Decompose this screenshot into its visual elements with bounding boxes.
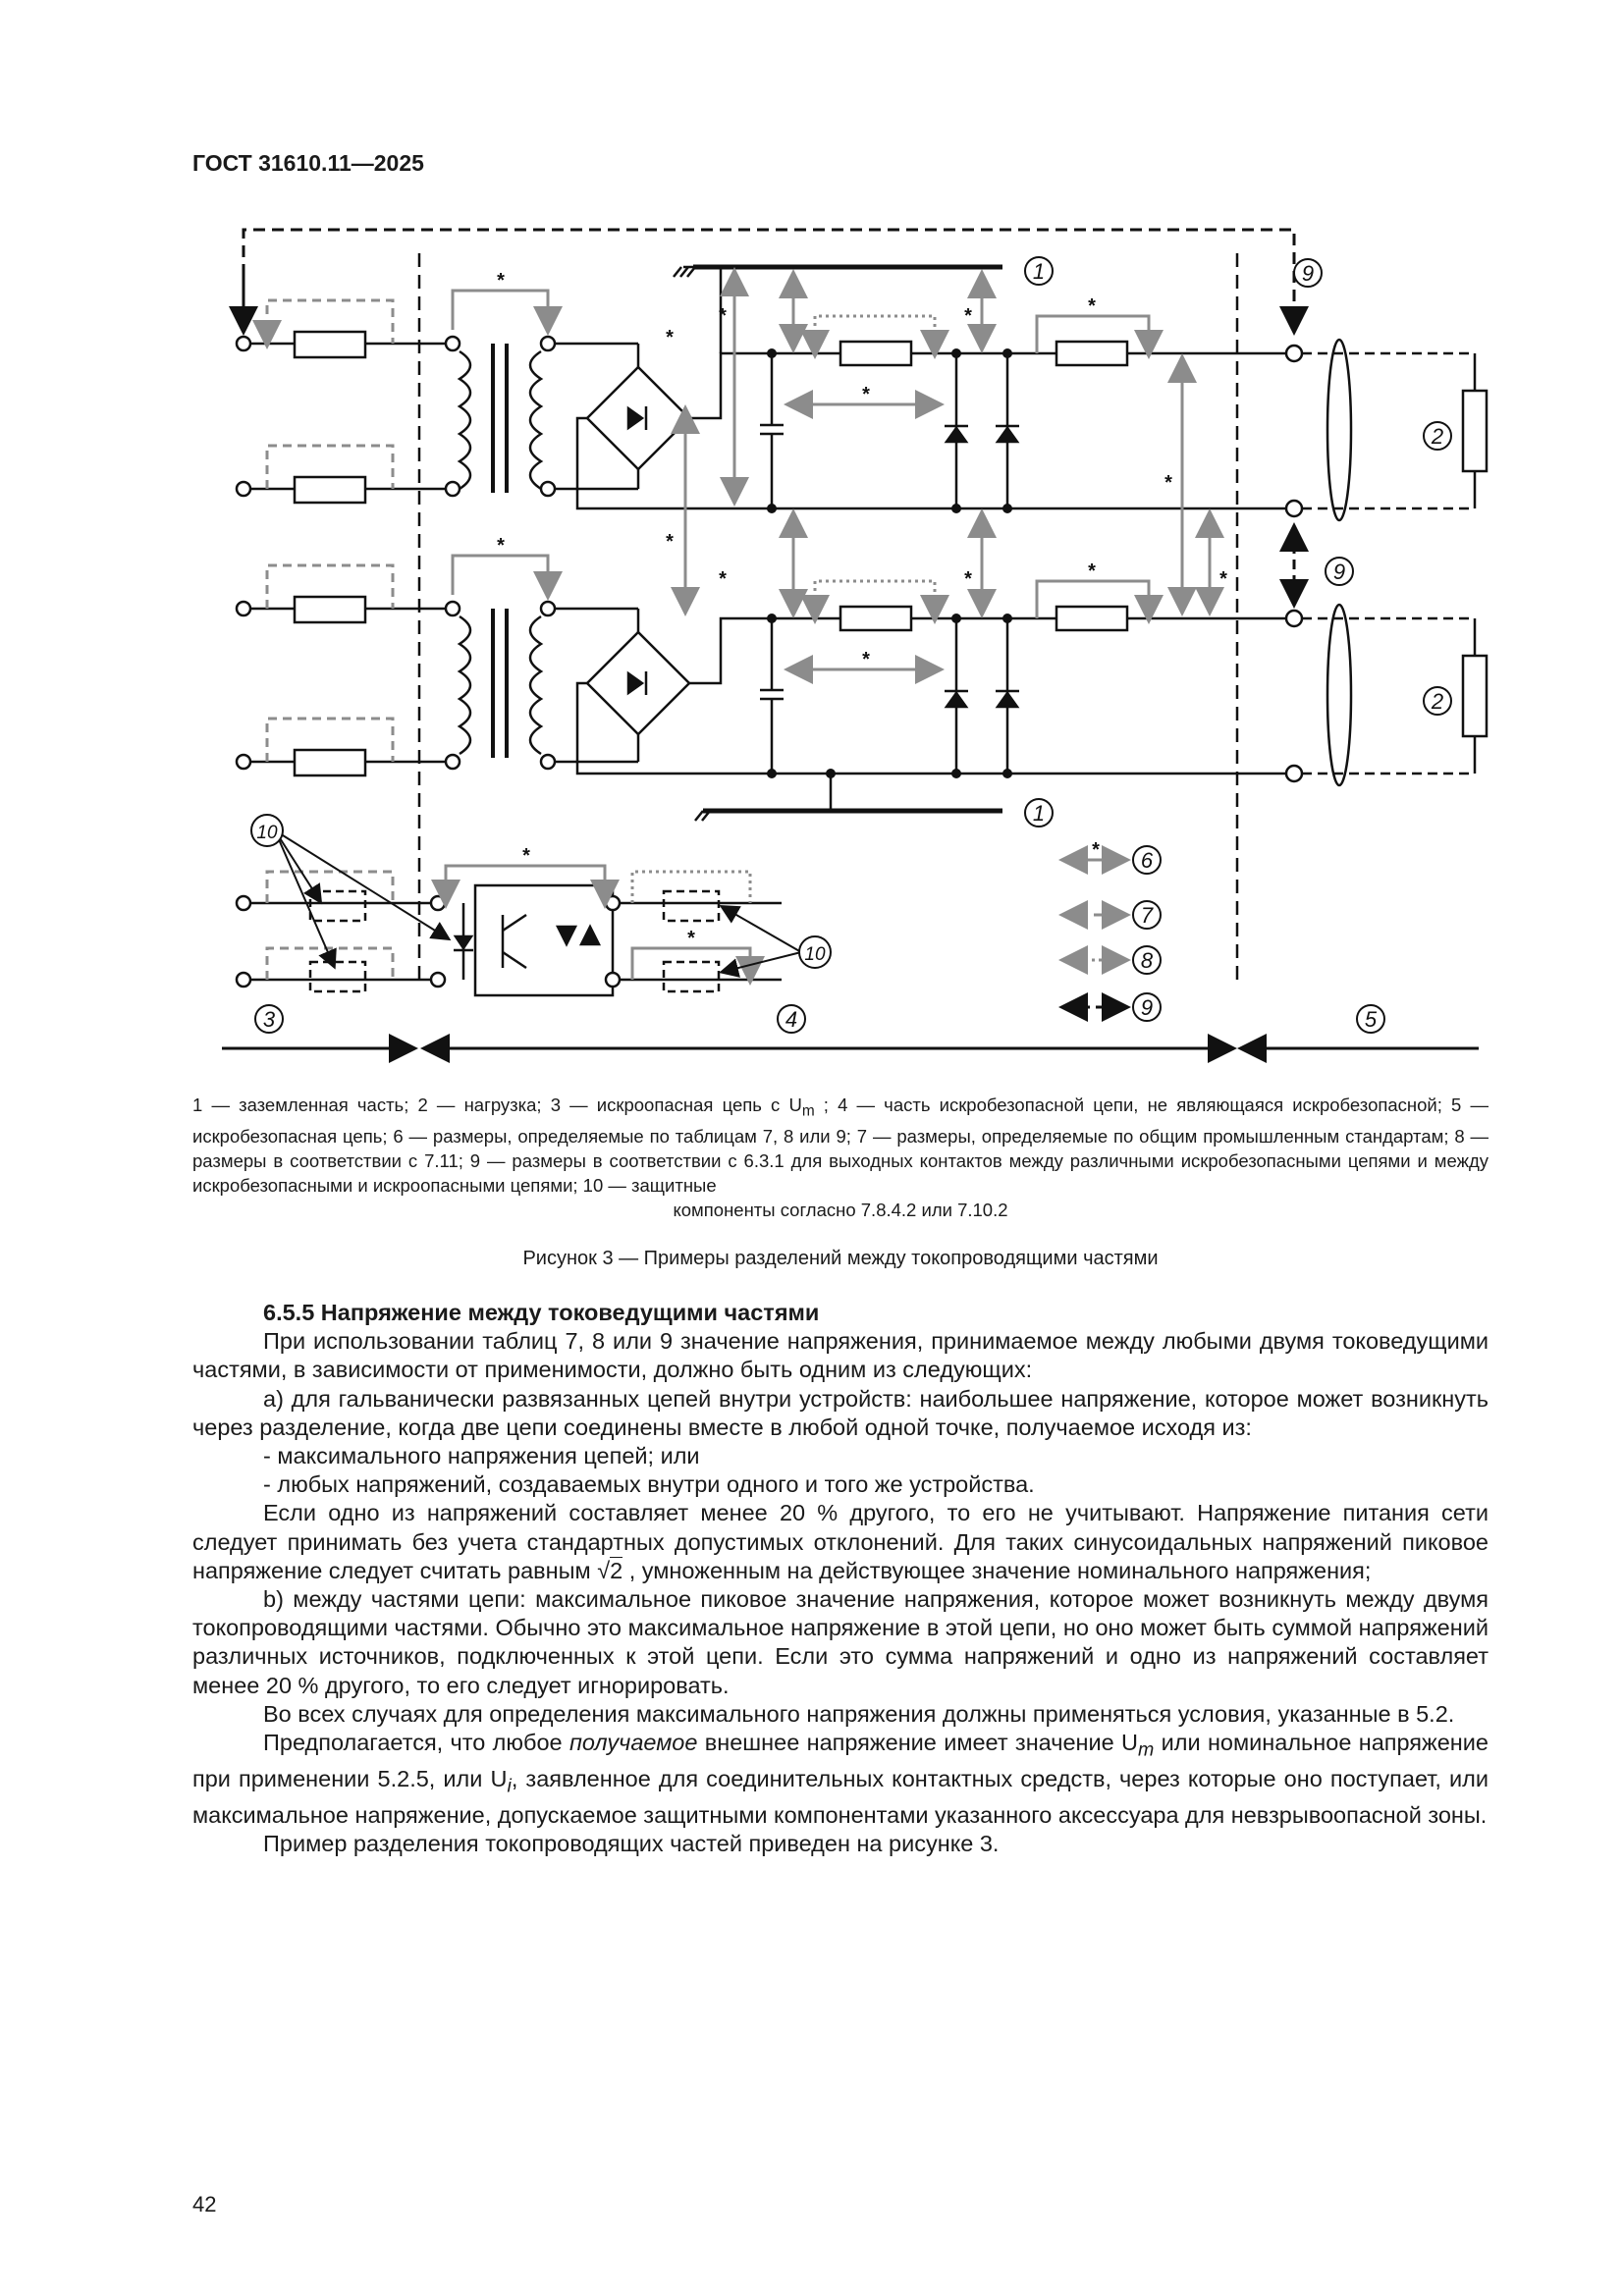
- zener-diodes: [944, 424, 1020, 709]
- input-dim-arrows: [252, 298, 395, 762]
- section-body: 6.5.5 Напряжение между токоведущими част…: [192, 1299, 1489, 1858]
- figure-title: Рисунок 3 — Примеры разделений между ток…: [522, 1248, 1159, 1269]
- svg-text:*: *: [1219, 568, 1227, 590]
- arrow-style-legend: [1058, 845, 1131, 1022]
- callout-3: 3: [263, 1007, 276, 1032]
- callout-6: 6: [1141, 848, 1154, 873]
- dim-arrows-dotted: [800, 314, 949, 624]
- bridge-rectifiers: [555, 342, 691, 764]
- paragraph: Если одно из напряжений составляет менее…: [192, 1500, 1489, 1583]
- input-channels: [235, 330, 446, 777]
- callout-5: 5: [1365, 1007, 1378, 1032]
- list-item: - максимального напряжения цепей; или: [263, 1443, 700, 1469]
- svg-text:*: *: [964, 305, 972, 327]
- transformers: [444, 335, 557, 771]
- page-number: 42: [192, 2192, 217, 2216]
- svg-text:*: *: [719, 568, 727, 590]
- svg-text:*: *: [719, 305, 727, 327]
- section-heading: 6.5.5 Напряжение между токоведущими част…: [263, 1300, 820, 1325]
- svg-text:*: *: [497, 270, 505, 292]
- callout-labels: 1 1 2 2 3 4 5 6 7 8 9 9 9 10 10: [250, 256, 1452, 1034]
- svg-text:*: *: [1092, 839, 1100, 861]
- svg-text:*: *: [522, 845, 530, 867]
- circuit-figure: 1 1 2 2 3 4 5 6 7 8 9 9 9 10 10 ** ** **…: [222, 228, 1489, 1063]
- document-header: ГОСТ 31610.11—2025: [192, 150, 424, 176]
- svg-text:*: *: [687, 928, 695, 949]
- paragraph: b) между частями цепи: максимальное пико…: [192, 1586, 1489, 1698]
- callout-4: 4: [785, 1007, 797, 1032]
- svg-text:*: *: [964, 568, 972, 590]
- paragraph: Пример разделения токопроводящих частей …: [263, 1831, 1000, 1857]
- loop-9-top: [229, 228, 1309, 336]
- zone-boundaries: [417, 253, 1239, 980]
- svg-text:*: *: [862, 384, 870, 405]
- optocoupler-section: [235, 883, 782, 997]
- list-item: - любых напряжений, создаваемых внутри о…: [263, 1471, 1035, 1498]
- svg-text:*: *: [1164, 472, 1172, 494]
- callout-9: 9: [1333, 560, 1345, 584]
- paragraph: При использовании таблиц 7, 8 или 9 знач…: [192, 1328, 1489, 1383]
- svg-text:*: *: [666, 531, 674, 553]
- svg-text:*: *: [1088, 561, 1096, 582]
- paragraph: Во всех случаях для определения максимал…: [263, 1700, 1455, 1727]
- callout-8: 8: [1141, 948, 1154, 973]
- callout-2: 2: [1431, 689, 1443, 714]
- callout-2: 2: [1431, 424, 1443, 449]
- output-terminals: [1284, 338, 1489, 787]
- callout-9: 9: [1302, 261, 1314, 286]
- junction-dots: [767, 348, 1012, 778]
- rails: [575, 264, 1286, 822]
- transformer-dim: [451, 289, 563, 601]
- callout-1: 1: [1033, 801, 1045, 826]
- star-marks: * * * * * * * * * * * * * * * * *: [497, 270, 1227, 949]
- callout-1: 1: [1033, 259, 1045, 284]
- paragraph: Предполагается, что любое получаемое вне…: [192, 1730, 1489, 1828]
- dim-arrows-grey: [671, 267, 1224, 684]
- callout-7: 7: [1141, 903, 1154, 928]
- paragraph: a) для гальванически развязанных цепей в…: [192, 1385, 1489, 1440]
- svg-text:*: *: [862, 649, 870, 670]
- svg-text:*: *: [497, 535, 505, 557]
- callout-10: 10: [804, 944, 826, 965]
- callout-9: 9: [1141, 995, 1153, 1020]
- sqrt-symbol: √2: [597, 1556, 623, 1583]
- svg-text:*: *: [666, 327, 674, 348]
- callout-10-leaders: [274, 829, 802, 978]
- figure-legend: 1 — заземленная часть; 2 — нагрузка; 3 —…: [192, 1095, 1489, 1220]
- svg-text:*: *: [1088, 295, 1096, 317]
- callout-10: 10: [256, 823, 278, 843]
